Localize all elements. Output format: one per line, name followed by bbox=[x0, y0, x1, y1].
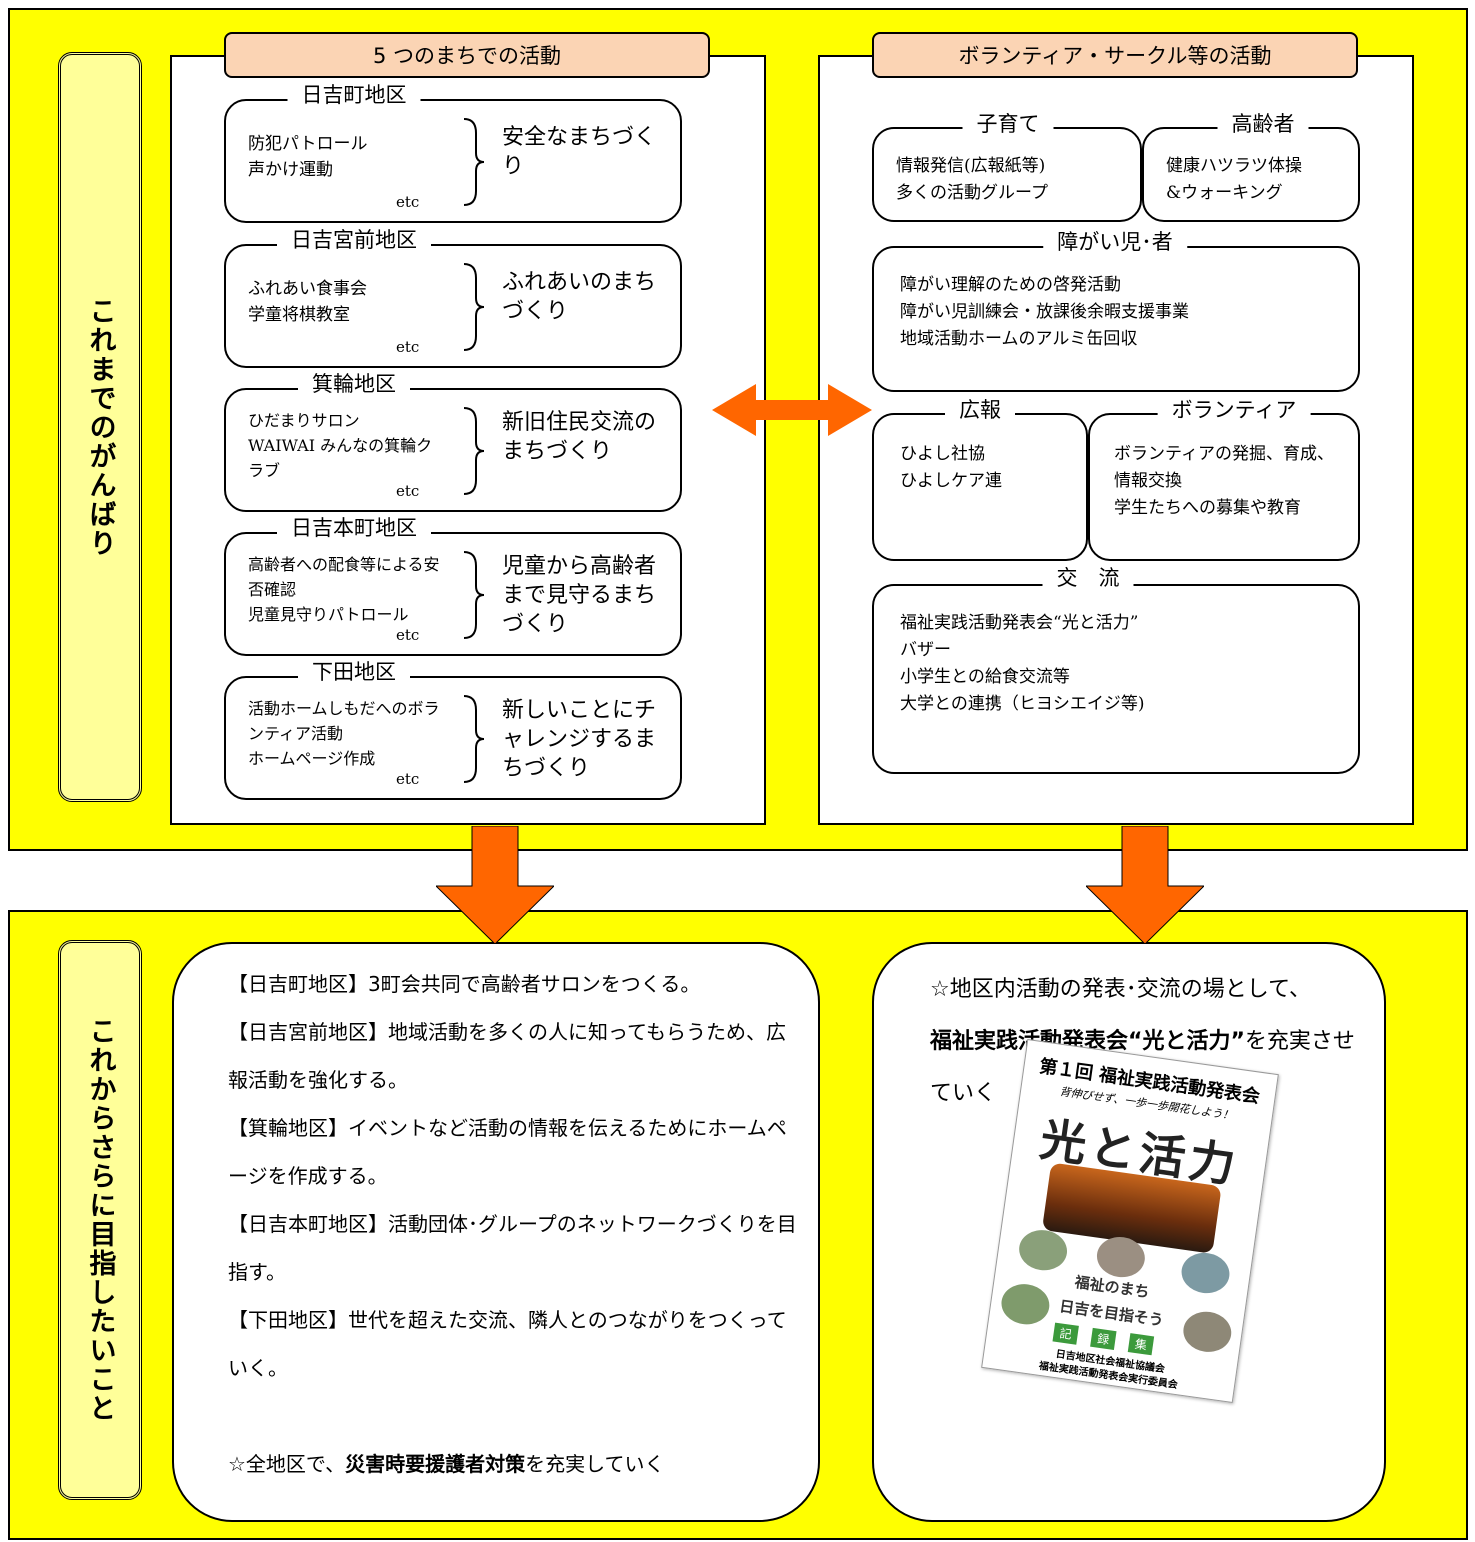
district-items: 高齢者への配食等による安否確認 児童見守りパトロール bbox=[248, 555, 440, 624]
district-etc: etc bbox=[396, 193, 420, 211]
goals-closing: ☆全地区で、災害時要援護者対策を充実していく bbox=[228, 1440, 798, 1488]
double-arrow-icon bbox=[712, 384, 872, 436]
district-name: 日吉宮前地区 bbox=[277, 228, 431, 252]
goal-paragraph: 【日吉町地区】3町会共同で高齢者サロンをつくる。 bbox=[228, 960, 798, 1008]
goal-paragraph: 【下田地区】世代を超えた交流、隣人とのつながりをつくっていく。 bbox=[228, 1296, 798, 1392]
box-koho: ひよし社協 ひよしケア連 bbox=[872, 413, 1088, 561]
booklet-record-2: 録 bbox=[1090, 1327, 1117, 1351]
presentation-line1: ☆地区内活動の発表･交流の場として、 bbox=[930, 977, 1311, 1002]
goal-district-label: 【下田地区】 bbox=[228, 1308, 348, 1332]
box-koryu-title: 交 流 bbox=[1042, 566, 1134, 590]
upper-side-label-text: これまでのがんばり bbox=[84, 296, 116, 558]
goals-list: 【日吉町地区】3町会共同で高齢者サロンをつくる。【日吉宮前地区】地域活動を多くの… bbox=[228, 960, 798, 1488]
box-koryu: 福祉実践活動発表会“光と活力” バザー 小学生との給食交流等 大学との連携（ヒヨ… bbox=[872, 584, 1360, 774]
upper-side-label: これまでのがんばり bbox=[58, 52, 142, 802]
box-koreisha: 健康ハツラツ体操 &ウォーキング bbox=[1142, 127, 1360, 222]
district-name: 箕輪地区 bbox=[298, 372, 410, 396]
box-koreisha-title: 高齢者 bbox=[1217, 112, 1309, 136]
volunteer-panel-tab: ボランティア・サークル等の活動 bbox=[872, 32, 1358, 78]
brace-icon bbox=[462, 406, 486, 496]
box-koho-text: ひよし社協 ひよしケア連 bbox=[900, 444, 1002, 491]
goal-paragraph: 【箕輪地区】イベントなど活動の情報を伝えるためにホームページを作成する。 bbox=[228, 1104, 798, 1200]
district-name: 日吉本町地区 bbox=[277, 516, 431, 540]
district-etc: etc bbox=[396, 626, 420, 644]
presentation-text: ☆地区内活動の発表･交流の場として、 福祉実践活動発表会“光と活力”を充実させて… bbox=[930, 964, 1370, 1120]
lower-side-label: これからさらに目指したいこと bbox=[58, 940, 142, 1500]
down-arrow-left-icon bbox=[436, 826, 554, 944]
down-arrow-right-icon bbox=[1086, 826, 1204, 944]
district-items: ひだまりサロン WAIWAI みんなの箕輪クラブ bbox=[248, 411, 433, 480]
district-name: 日吉町地区 bbox=[287, 83, 421, 107]
district-box: ひだまりサロン WAIWAI みんなの箕輪クラブ etc 新旧住民交流のまちづくり bbox=[224, 388, 682, 512]
district-etc: etc bbox=[396, 338, 420, 356]
district-goal: 新旧住民交流のまちづくり bbox=[502, 410, 657, 464]
district-etc: etc bbox=[396, 482, 420, 500]
goal-district-label: 【箕輪地区】 bbox=[228, 1116, 348, 1140]
booklet-record-3: 集 bbox=[1127, 1333, 1155, 1356]
box-volunteer: ボランティアの発掘、育成、情報交換 学生たちへの募集や教育 bbox=[1088, 413, 1360, 561]
box-kosodate-text: 情報発信(広報紙等) 多くの活動グループ bbox=[896, 156, 1048, 203]
district-items: ふれあい食事会 学童将棋教室 bbox=[248, 279, 367, 325]
goal-text: 活動団体･グループのネットワークづくりを目指す。 bbox=[228, 1212, 797, 1284]
box-shogai-text: 障がい理解のための啓発活動 障がい児訓練会・放課後余暇支援事業 地域活動ホームの… bbox=[900, 275, 1189, 349]
districts-panel-tab: 5 つのまちでの活動 bbox=[224, 32, 710, 78]
goals-box: 【日吉町地区】3町会共同で高齢者サロンをつくる。【日吉宮前地区】地域活動を多くの… bbox=[172, 942, 820, 1522]
box-kosodate-title: 子育て bbox=[962, 112, 1054, 136]
brace-icon bbox=[462, 262, 486, 352]
goal-paragraph: 【日吉宮前地区】地域活動を多くの人に知ってもらうため、広報活動を強化する。 bbox=[228, 1008, 798, 1104]
district-goal: ふれあいのまちづくり bbox=[502, 270, 657, 324]
booklet-cover: 第１回 福祉実践活動発表会 背伸びせず、一歩一歩開花しよう！ 光と活力 福祉のま… bbox=[981, 1038, 1279, 1404]
district-etc: etc bbox=[396, 770, 420, 788]
box-shogai-title: 障がい児･者 bbox=[1043, 230, 1187, 254]
goal-text: 3町会共同で高齢者サロンをつくる。 bbox=[368, 972, 701, 996]
brace-icon bbox=[462, 117, 486, 207]
district-goal: 新しいことにチャレンジするまちづくり bbox=[502, 698, 657, 781]
booklet-record-1: 記 bbox=[1052, 1322, 1079, 1345]
box-volunteer-text: ボランティアの発掘、育成、情報交換 学生たちへの募集や教育 bbox=[1114, 444, 1334, 518]
goal-district-label: 【日吉町地区】 bbox=[228, 972, 368, 996]
box-volunteer-title: ボランティア bbox=[1157, 398, 1311, 422]
district-items: 活動ホームしもだへのボランティア活動 ホームページ作成 bbox=[248, 699, 440, 768]
goals-closing-highlight: 災害時要援護者対策 bbox=[345, 1452, 526, 1476]
booklet-photo-3 bbox=[1178, 1249, 1233, 1297]
box-shogai: 障がい理解のための啓発活動 障がい児訓練会・放課後余暇支援事業 地域活動ホームの… bbox=[872, 246, 1360, 392]
box-koho-title: 広報 bbox=[945, 398, 1015, 422]
box-koreisha-text: 健康ハツラツ体操 &ウォーキング bbox=[1166, 156, 1302, 203]
brace-icon bbox=[462, 550, 486, 640]
goals-closing-prefix: ☆全地区で、 bbox=[228, 1452, 346, 1476]
district-goal: 児童から高齢者まで見守るまちづくり bbox=[502, 554, 657, 637]
goal-text: 世代を超えた交流、隣人とのつながりをつくっていく。 bbox=[228, 1308, 787, 1380]
lower-side-label-text: これからさらに目指したいこと bbox=[84, 1017, 116, 1423]
box-kosodate: 情報発信(広報紙等) 多くの活動グループ bbox=[872, 127, 1142, 222]
booklet-photo-4 bbox=[998, 1281, 1052, 1328]
brace-icon bbox=[462, 694, 486, 784]
goal-text: 地域活動を多くの人に知ってもらうため、広報活動を強化する。 bbox=[228, 1020, 786, 1092]
district-box: 活動ホームしもだへのボランティア活動 ホームページ作成 etc 新しいことにチャレン… bbox=[224, 676, 682, 800]
district-name: 下田地区 bbox=[298, 660, 410, 684]
goal-district-label: 【日吉宮前地区】 bbox=[228, 1020, 388, 1044]
district-box: ふれあい食事会 学童将棋教室 etc ふれあいのまちづくり bbox=[224, 244, 682, 368]
goal-paragraph: 【日吉本町地区】活動団体･グループのネットワークづくりを目指す。 bbox=[228, 1200, 798, 1296]
booklet-photo-5 bbox=[1180, 1308, 1234, 1355]
district-items: 防犯パトロール 声かけ運動 bbox=[248, 134, 368, 180]
goal-text: イベントなど活動の情報を伝えるためにホームページを作成する。 bbox=[228, 1116, 787, 1188]
goals-closing-suffix: を充実していく bbox=[525, 1452, 665, 1476]
district-goal: 安全なまちづくり bbox=[502, 125, 657, 179]
box-koryu-text: 福祉実践活動発表会“光と活力” バザー 小学生との給食交流等 大学との連携（ヒヨ… bbox=[900, 613, 1145, 714]
booklet-photo-1 bbox=[1016, 1227, 1070, 1274]
district-box: 高齢者への配食等による安否確認 児童見守りパトロール etc 児童から高齢者まで見守… bbox=[224, 532, 682, 656]
district-box: 防犯パトロール 声かけ運動 etc 安全なまちづくり bbox=[224, 99, 682, 223]
goal-district-label: 【日吉本町地区】 bbox=[228, 1212, 388, 1236]
presentation-suffix: を充実させていく bbox=[930, 1029, 1355, 1106]
